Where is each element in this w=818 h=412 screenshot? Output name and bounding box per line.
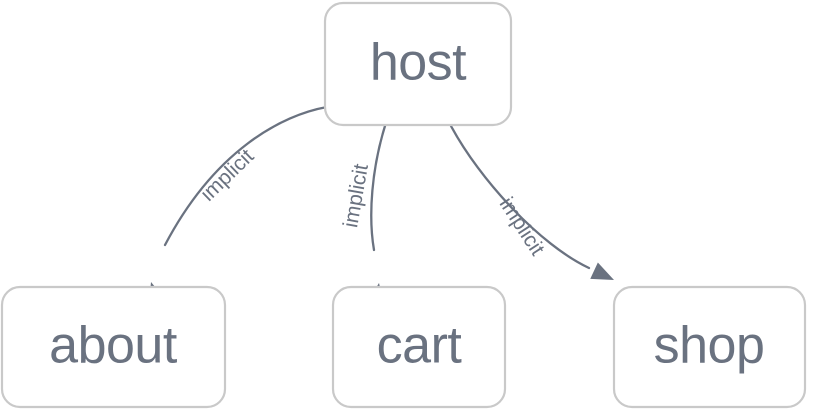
edge-path-host-cart [370, 124, 387, 252]
node-cart-label: cart [377, 317, 463, 375]
edge-group-host-cart[interactable]: implicit [339, 124, 388, 307]
node-shop-box [612, 285, 807, 409]
edge-label-host-about-group: implicit [196, 145, 258, 206]
node-host-label: host [370, 34, 467, 92]
node-shop[interactable]: shop [612, 285, 807, 409]
edge-label-host-shop: implicit [495, 193, 549, 259]
node-about-box [0, 285, 227, 409]
node-shop-label: shop [654, 317, 765, 375]
edge-label-host-shop-group: implicit [495, 193, 549, 259]
node-about[interactable]: about [0, 285, 227, 409]
node-cart-box [331, 285, 507, 409]
node-host[interactable]: host [323, 1, 513, 127]
edge-arrowhead-host-shop [590, 262, 614, 280]
edge-label-host-cart-group: implicit [339, 162, 373, 229]
node-host-box [323, 1, 513, 127]
node-about-label: about [49, 317, 178, 375]
edge-label-host-about: implicit [196, 145, 258, 206]
node-cart[interactable]: cart [331, 285, 507, 409]
edge-label-host-cart: implicit [339, 162, 373, 229]
edge-group-host-shop[interactable]: implicit [449, 124, 618, 288]
edge-path-host-about [163, 105, 329, 247]
edge-group-host-about[interactable]: implicit [142, 105, 329, 306]
edge-path-host-shop [449, 124, 591, 270]
